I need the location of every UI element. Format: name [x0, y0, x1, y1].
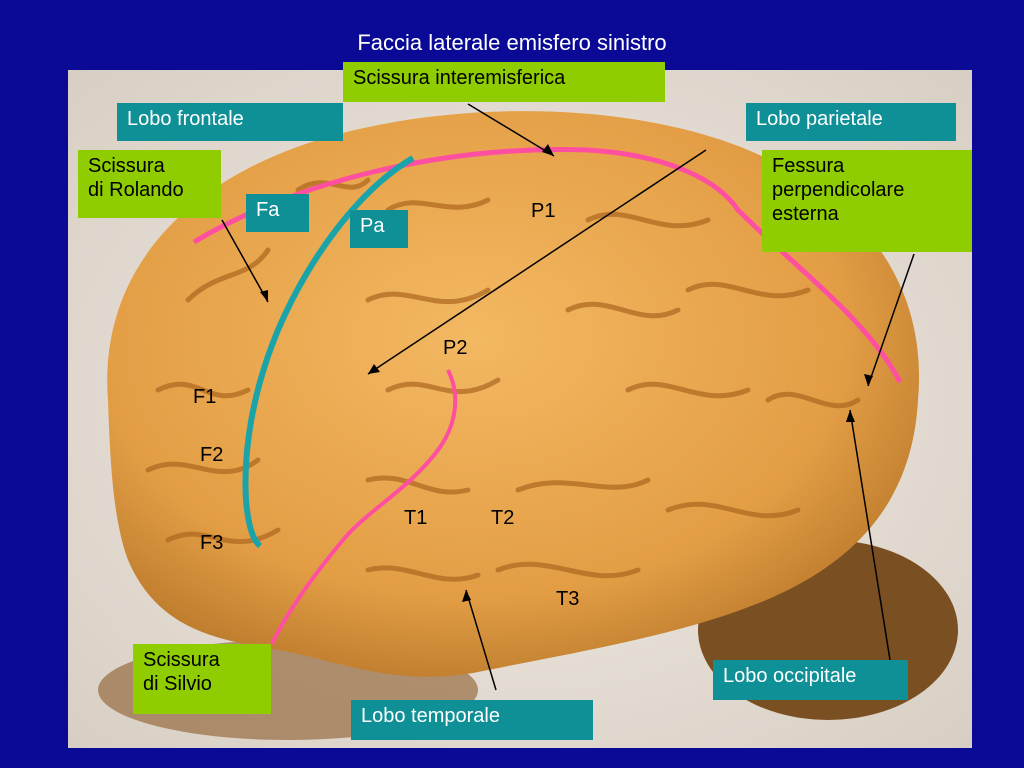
- label-fa: Fa: [246, 194, 309, 232]
- gyrus-t2: T2: [491, 507, 515, 529]
- page-title: Faccia laterale emisfero sinistro: [357, 30, 667, 55]
- gyrus-p1: P1: [531, 200, 556, 222]
- label-scissura-rolando: Scissura di Rolando: [78, 150, 221, 218]
- brain-hemisphere: [107, 111, 920, 677]
- gyrus-f3: F3: [200, 532, 224, 554]
- label-fessura-perpendicolare: Fessura perpendicolare esterna: [762, 150, 972, 252]
- label-lobo-temporale: Lobo temporale: [351, 700, 593, 740]
- silvio-line: [270, 369, 458, 645]
- interhemispheric-line: [192, 147, 903, 384]
- gyrus-f1: F1: [193, 386, 217, 408]
- gyrus-p2: P2: [443, 337, 468, 359]
- gyrus-f2: F2: [200, 444, 224, 466]
- label-lobo-frontale: Lobo frontale: [117, 103, 343, 141]
- label-scissura-silvio: Scissura di Silvio: [133, 644, 271, 714]
- label-scissura-interemisferica: Scissura interemisferica: [343, 62, 665, 102]
- pointer-lines: [221, 103, 915, 691]
- label-lobo-occipitale: Lobo occipitale: [713, 660, 908, 700]
- gyrus-t1: T1: [404, 507, 428, 529]
- gyri-pattern: [145, 177, 861, 582]
- arrow-heads: [260, 144, 873, 602]
- gyrus-t3: T3: [556, 588, 580, 610]
- label-lobo-parietale: Lobo parietale: [746, 103, 956, 141]
- label-pa: Pa: [350, 210, 408, 248]
